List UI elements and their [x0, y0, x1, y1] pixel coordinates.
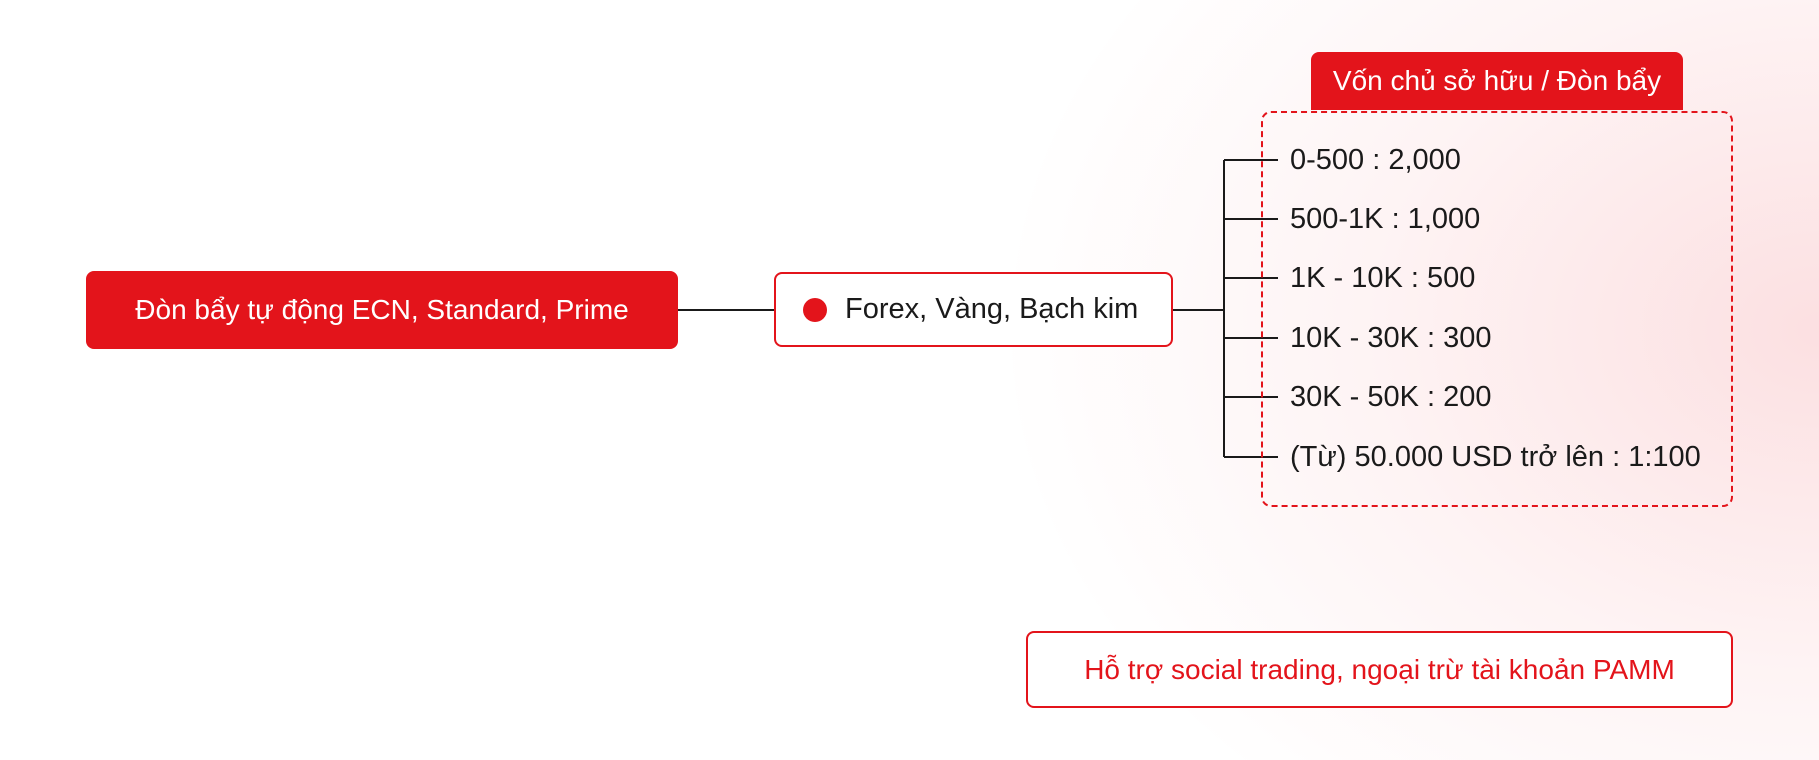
bullet-dot-icon — [803, 297, 827, 322]
social-trading-note: Hỗ trợ social trading, ngoại trừ tài kho… — [1026, 631, 1733, 708]
root-node-label: Đòn bẩy tự động ECN, Standard, Prime — [135, 294, 629, 325]
leverage-tier-50k-plus: (Từ) 50.000 USD trở lên : 1:100 — [1290, 441, 1701, 473]
leverage-tier-0-500: 0-500 : 2,000 — [1290, 144, 1461, 176]
leverage-group-title-label: Vốn chủ sở hữu / Đòn bẩy — [1332, 65, 1662, 96]
category-node: Forex, Vàng, Bạch kim — [774, 272, 1173, 347]
category-node-label: Forex, Vàng, Bạch kim — [845, 293, 1139, 325]
leverage-tier-500-1k: 500-1K : 1,000 — [1290, 203, 1481, 235]
leverage-group-box — [1261, 111, 1733, 507]
leverage-tier-30k-50k: 30K - 50K : 200 — [1290, 381, 1492, 413]
leverage-tier-1k-10k: 1K - 10K : 500 — [1290, 262, 1476, 294]
leverage-group-title: Vốn chủ sở hữu / Đòn bẩy — [1311, 52, 1683, 110]
social-trading-note-label: Hỗ trợ social trading, ngoại trừ tài kho… — [1084, 653, 1675, 685]
root-node: Đòn bẩy tự động ECN, Standard, Prime — [86, 271, 678, 349]
leverage-tier-10k-30k: 10K - 30K : 300 — [1290, 322, 1492, 354]
